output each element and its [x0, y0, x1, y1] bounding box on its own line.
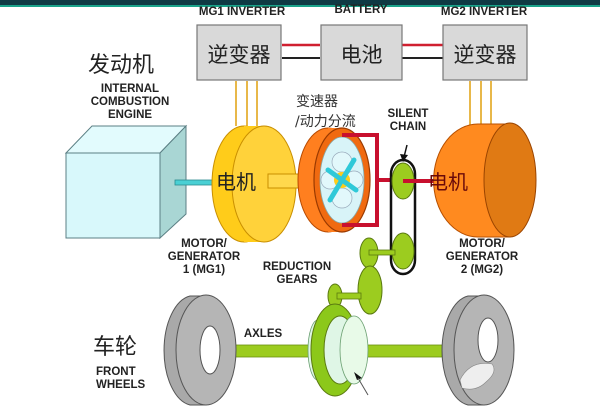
battery-box	[320, 24, 403, 81]
engine-block	[64, 124, 188, 240]
mg1-inverter-label: 逆变器	[207, 43, 271, 67]
mg1-inverter-box	[196, 24, 282, 81]
hv-wires	[282, 43, 443, 59]
engine-label-en: INTERNAL COMBUSTION ENGINE	[90, 83, 170, 121]
chain-arrowhead	[400, 154, 408, 162]
differential-pointer-line	[357, 377, 369, 396]
mg2-phase-wires	[469, 81, 492, 125]
silent-chain	[389, 158, 417, 276]
mg1-motor	[211, 125, 297, 243]
reduction-gears	[327, 237, 396, 315]
mg2-motor	[433, 122, 537, 238]
axles-label: AXLES	[243, 328, 283, 340]
differential-cursor-arrow	[354, 372, 362, 380]
silent-chain-label: SILENT CHAIN	[387, 108, 429, 133]
mg2-inverter-box	[442, 24, 528, 81]
power-split-label-line2: /动力分流	[295, 114, 356, 130]
differential	[307, 303, 369, 397]
mg1-label-en: MOTOR/ GENERATOR 1 (MG1)	[167, 238, 241, 276]
engine-label-cn: 发动机	[88, 53, 155, 78]
wheels-label-cn: 车轮	[93, 335, 138, 360]
wheels-label-en: FRONT WHEELS	[96, 366, 146, 391]
battery-label: 电池	[340, 43, 383, 67]
title-bar	[0, 0, 600, 7]
mg1-label-cn: 电机	[216, 170, 256, 194]
mg2-inverter-label: 逆变器	[453, 43, 517, 67]
battery-caption: BATTERY	[334, 4, 388, 16]
mg2-label-en: MOTOR/ GENERATOR 2 (MG2)	[445, 238, 519, 276]
power-split-device	[297, 127, 371, 233]
mg2-label-cn: 电机	[428, 170, 468, 194]
right-front-wheel	[441, 294, 515, 406]
reduction-gears-label: REDUCTION GEARS	[262, 261, 332, 286]
mg2-inverter-caption: MG2 INVERTER	[440, 6, 528, 18]
mg1-phase-wires	[235, 81, 258, 126]
mg1-inverter-caption: MG1 INVERTER	[198, 6, 286, 18]
engine-shaft	[174, 179, 218, 186]
left-front-wheel	[163, 294, 237, 406]
power-split-label-line1: 变速器	[296, 94, 338, 110]
